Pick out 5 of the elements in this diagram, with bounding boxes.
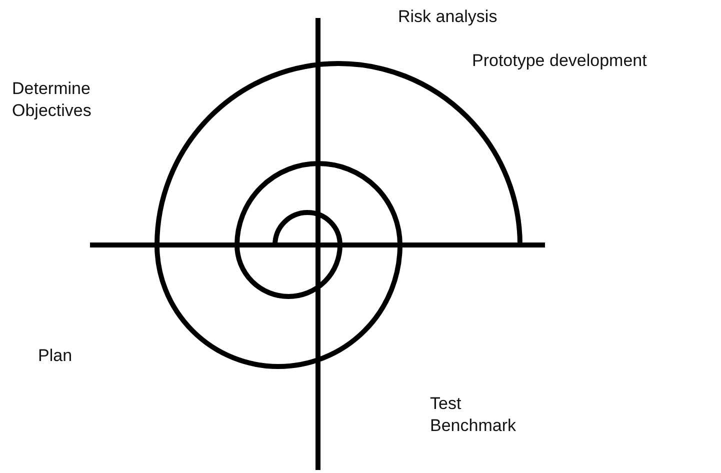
phase-label: Plan xyxy=(38,345,72,367)
phase-label: Prototype development xyxy=(472,50,647,72)
phase-label: Risk analysis xyxy=(398,6,498,28)
phase-label: Test Benchmark xyxy=(430,393,517,437)
phase-label: Determine Objectives xyxy=(12,78,92,122)
